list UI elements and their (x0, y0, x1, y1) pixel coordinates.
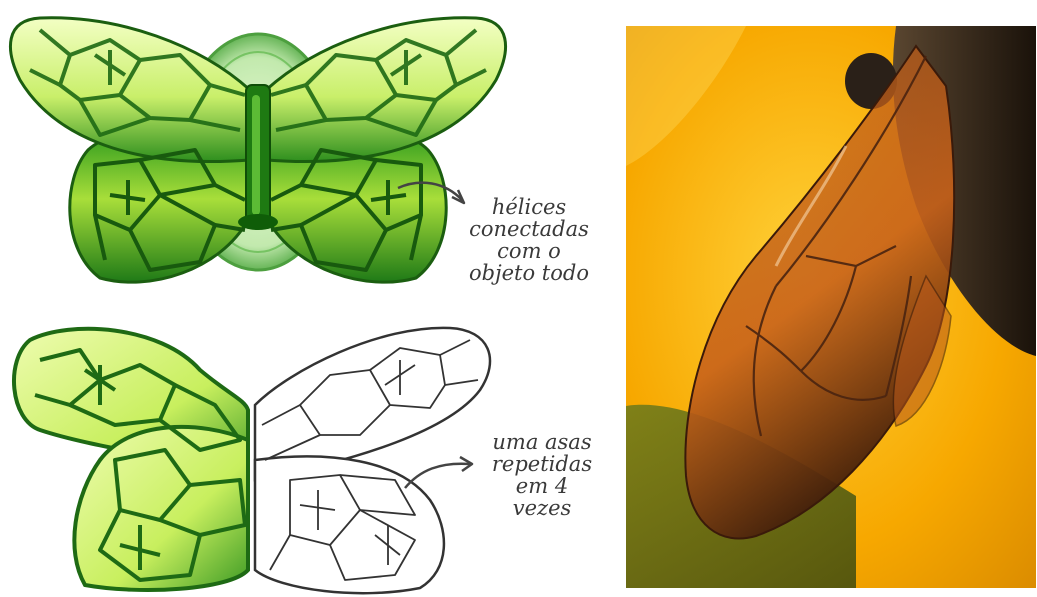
annotation-connected-propellers: hélices conectadas com o objeto todo (464, 196, 594, 284)
annotation-line: com o (464, 240, 594, 262)
annotation-line: uma asas (486, 431, 598, 453)
annotation-line: hélices (464, 196, 594, 218)
annotation-line: objeto todo (464, 262, 594, 284)
annotation-line: conectadas (464, 218, 594, 240)
annotation-line: repetidas (486, 453, 598, 475)
bee-wing-photo (626, 26, 1036, 588)
annotation-line: em 4 vezes (486, 475, 598, 519)
annotation-repeated-wings: uma asas repetidas em 4 vezes (486, 431, 598, 519)
